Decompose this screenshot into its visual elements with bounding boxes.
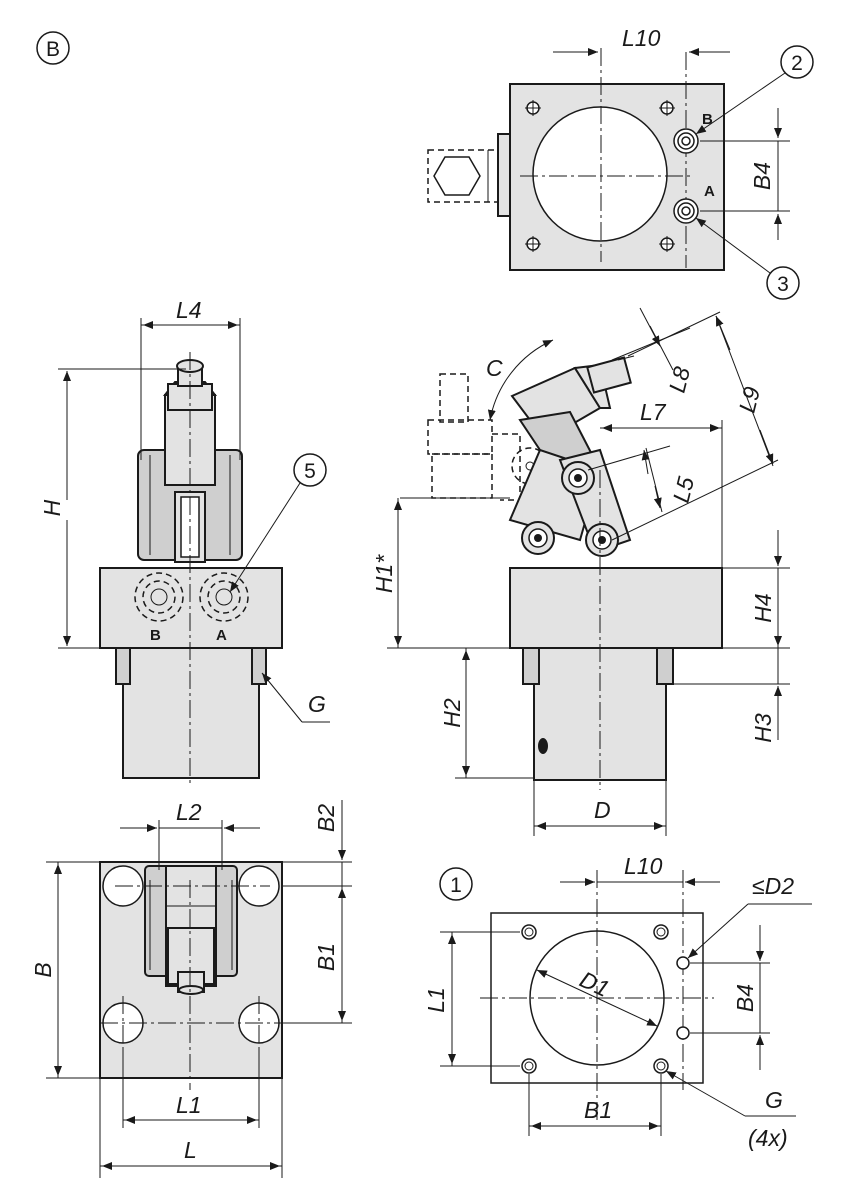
threaded-holes <box>521 924 669 1074</box>
piston-circle <box>532 106 668 242</box>
port-a-label: A <box>704 183 715 200</box>
front-base-block <box>99 567 283 649</box>
port-a-front <box>199 572 249 622</box>
dim-c: C <box>486 355 503 381</box>
port-hole-lower <box>676 1026 690 1040</box>
port-b-front <box>134 572 184 622</box>
svg-text:3: 3 <box>777 273 789 296</box>
vent-hole <box>538 738 548 754</box>
dim-l9: L9 <box>734 384 765 415</box>
dim-l4: L4 <box>176 297 202 323</box>
hex-nut-icon <box>433 156 481 196</box>
lever-mount-plate <box>497 133 511 217</box>
callout-3: 3 <box>695 217 800 300</box>
front-view: B A L4 H 5 G <box>39 297 330 784</box>
dim-g-count: (4x) <box>748 1125 788 1151</box>
dim-b1-plan: B1 <box>313 943 339 971</box>
dim-b4-bottom: B4 <box>732 984 758 1012</box>
dim-h3: H3 <box>750 713 776 743</box>
pressure-bolt <box>586 356 632 394</box>
side-base-block <box>509 567 723 649</box>
callout-5: 5 <box>229 453 327 593</box>
port-hole-upper <box>676 956 690 970</box>
dim-l: L <box>184 1137 197 1163</box>
dim-b1-mounting: B1 <box>584 1097 612 1123</box>
dim-b: B <box>30 962 56 977</box>
mounting-hole-pattern: 1 D1 L10 ≤D2 <box>423 853 812 1151</box>
dim-h4: H4 <box>750 593 776 622</box>
port-b-label: B <box>702 111 713 128</box>
dim-l1-plan: L1 <box>176 1092 202 1118</box>
plan-view: L2 B B2 B1 L1 L <box>30 799 352 1178</box>
dim-l10-bottom: L10 <box>624 853 663 879</box>
dim-l2: L2 <box>176 799 202 825</box>
dim-h: H <box>39 499 65 516</box>
callout-1: 1 <box>439 867 473 901</box>
stop-bolt-outline <box>439 373 469 423</box>
dim-b2: B2 <box>313 804 339 832</box>
view-label-text: B <box>46 38 60 61</box>
top-view-bolts <box>525 100 675 252</box>
port-b-fitting <box>673 128 699 154</box>
dim-l7: L7 <box>640 399 667 425</box>
dim-g-mounting: G <box>765 1087 783 1113</box>
dim-l1-mounting: L1 <box>423 987 449 1013</box>
dim-l5: L5 <box>668 474 699 505</box>
dim-d1: D1 <box>576 966 614 1002</box>
top-view: B A L10 B4 2 3 <box>427 25 814 300</box>
side-stud-left <box>522 647 540 685</box>
front-port-a-label: A <box>216 627 227 644</box>
side-view: C L7 L8 L9 L5 H1* H2 <box>371 307 790 836</box>
dim-l10-top: L10 <box>622 25 661 51</box>
front-cylinder <box>122 647 260 779</box>
dim-h1: H1* <box>371 554 397 593</box>
svg-text:1: 1 <box>450 874 462 897</box>
svg-text:2: 2 <box>791 52 803 75</box>
svg-text:5: 5 <box>304 460 316 483</box>
dim-g-front: G <box>308 691 326 717</box>
dim-h2: H2 <box>439 698 465 728</box>
dim-d: D <box>594 797 611 823</box>
port-a-fitting <box>673 198 699 224</box>
pivot-pins <box>521 461 619 557</box>
dim-d2: ≤D2 <box>752 873 794 899</box>
view-label-b: B <box>36 31 70 65</box>
dim-b4-top: B4 <box>749 162 775 190</box>
callout-2: 2 <box>695 45 814 135</box>
dim-l8: L8 <box>664 364 695 395</box>
front-port-b-label: B <box>150 627 161 644</box>
side-stud-right <box>656 647 674 685</box>
